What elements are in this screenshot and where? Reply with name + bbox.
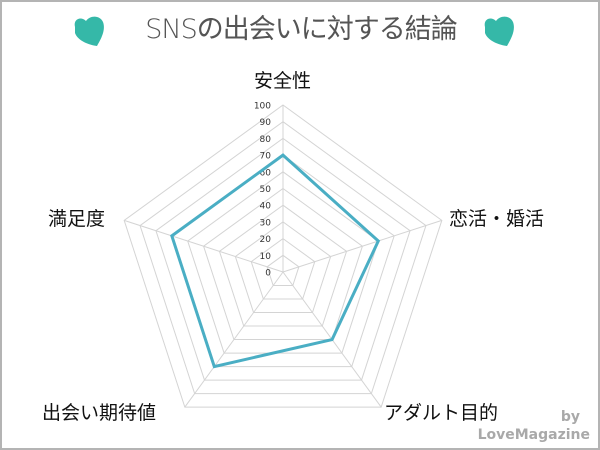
- axis-label-adult: アダルト目的: [384, 402, 499, 424]
- series-line: [170, 153, 381, 369]
- tick-label: 70: [260, 152, 272, 162]
- tick-label: 60: [260, 168, 272, 178]
- grid-ring: [139, 121, 427, 395]
- grid-spoke: [184, 271, 284, 408]
- grid-ring: [202, 187, 364, 341]
- axis-label-safety: 安全性: [254, 70, 312, 92]
- tick-label: 50: [260, 185, 272, 195]
- grid-ring: [123, 104, 443, 408]
- grid-ring: [218, 204, 348, 327]
- chart-title: SNSの出会いに対する結論: [145, 14, 457, 45]
- heart-icon: [74, 16, 104, 46]
- tick-label: 0: [265, 269, 271, 279]
- grid-ring: [234, 221, 332, 314]
- tick-label: 100: [254, 102, 271, 112]
- tick-label: 20: [260, 235, 272, 245]
- grid-ring: [155, 137, 411, 381]
- credit-by: by: [560, 409, 580, 425]
- heart-icon: [484, 16, 514, 46]
- axis-label-expectation: 出会い期待値: [42, 402, 157, 424]
- grid-spoke: [282, 219, 442, 273]
- tick-label: 30: [260, 218, 272, 228]
- grid-ring: [187, 171, 379, 354]
- tick-label: 40: [260, 202, 272, 212]
- tick-label: 80: [260, 135, 272, 145]
- title-row: SNSの出会いに対する結論: [0, 10, 600, 50]
- grid-spoke: [124, 219, 284, 273]
- axis-label-konkatsu: 恋活・婚活: [449, 208, 545, 230]
- grid-ring: [266, 254, 300, 287]
- grid-ring: [250, 237, 316, 300]
- credit-brand: LoveMagazine: [477, 427, 590, 443]
- axis-label-satisfaction: 満足度: [48, 208, 106, 230]
- tick-label: 90: [260, 118, 272, 128]
- tick-label: 10: [260, 252, 272, 262]
